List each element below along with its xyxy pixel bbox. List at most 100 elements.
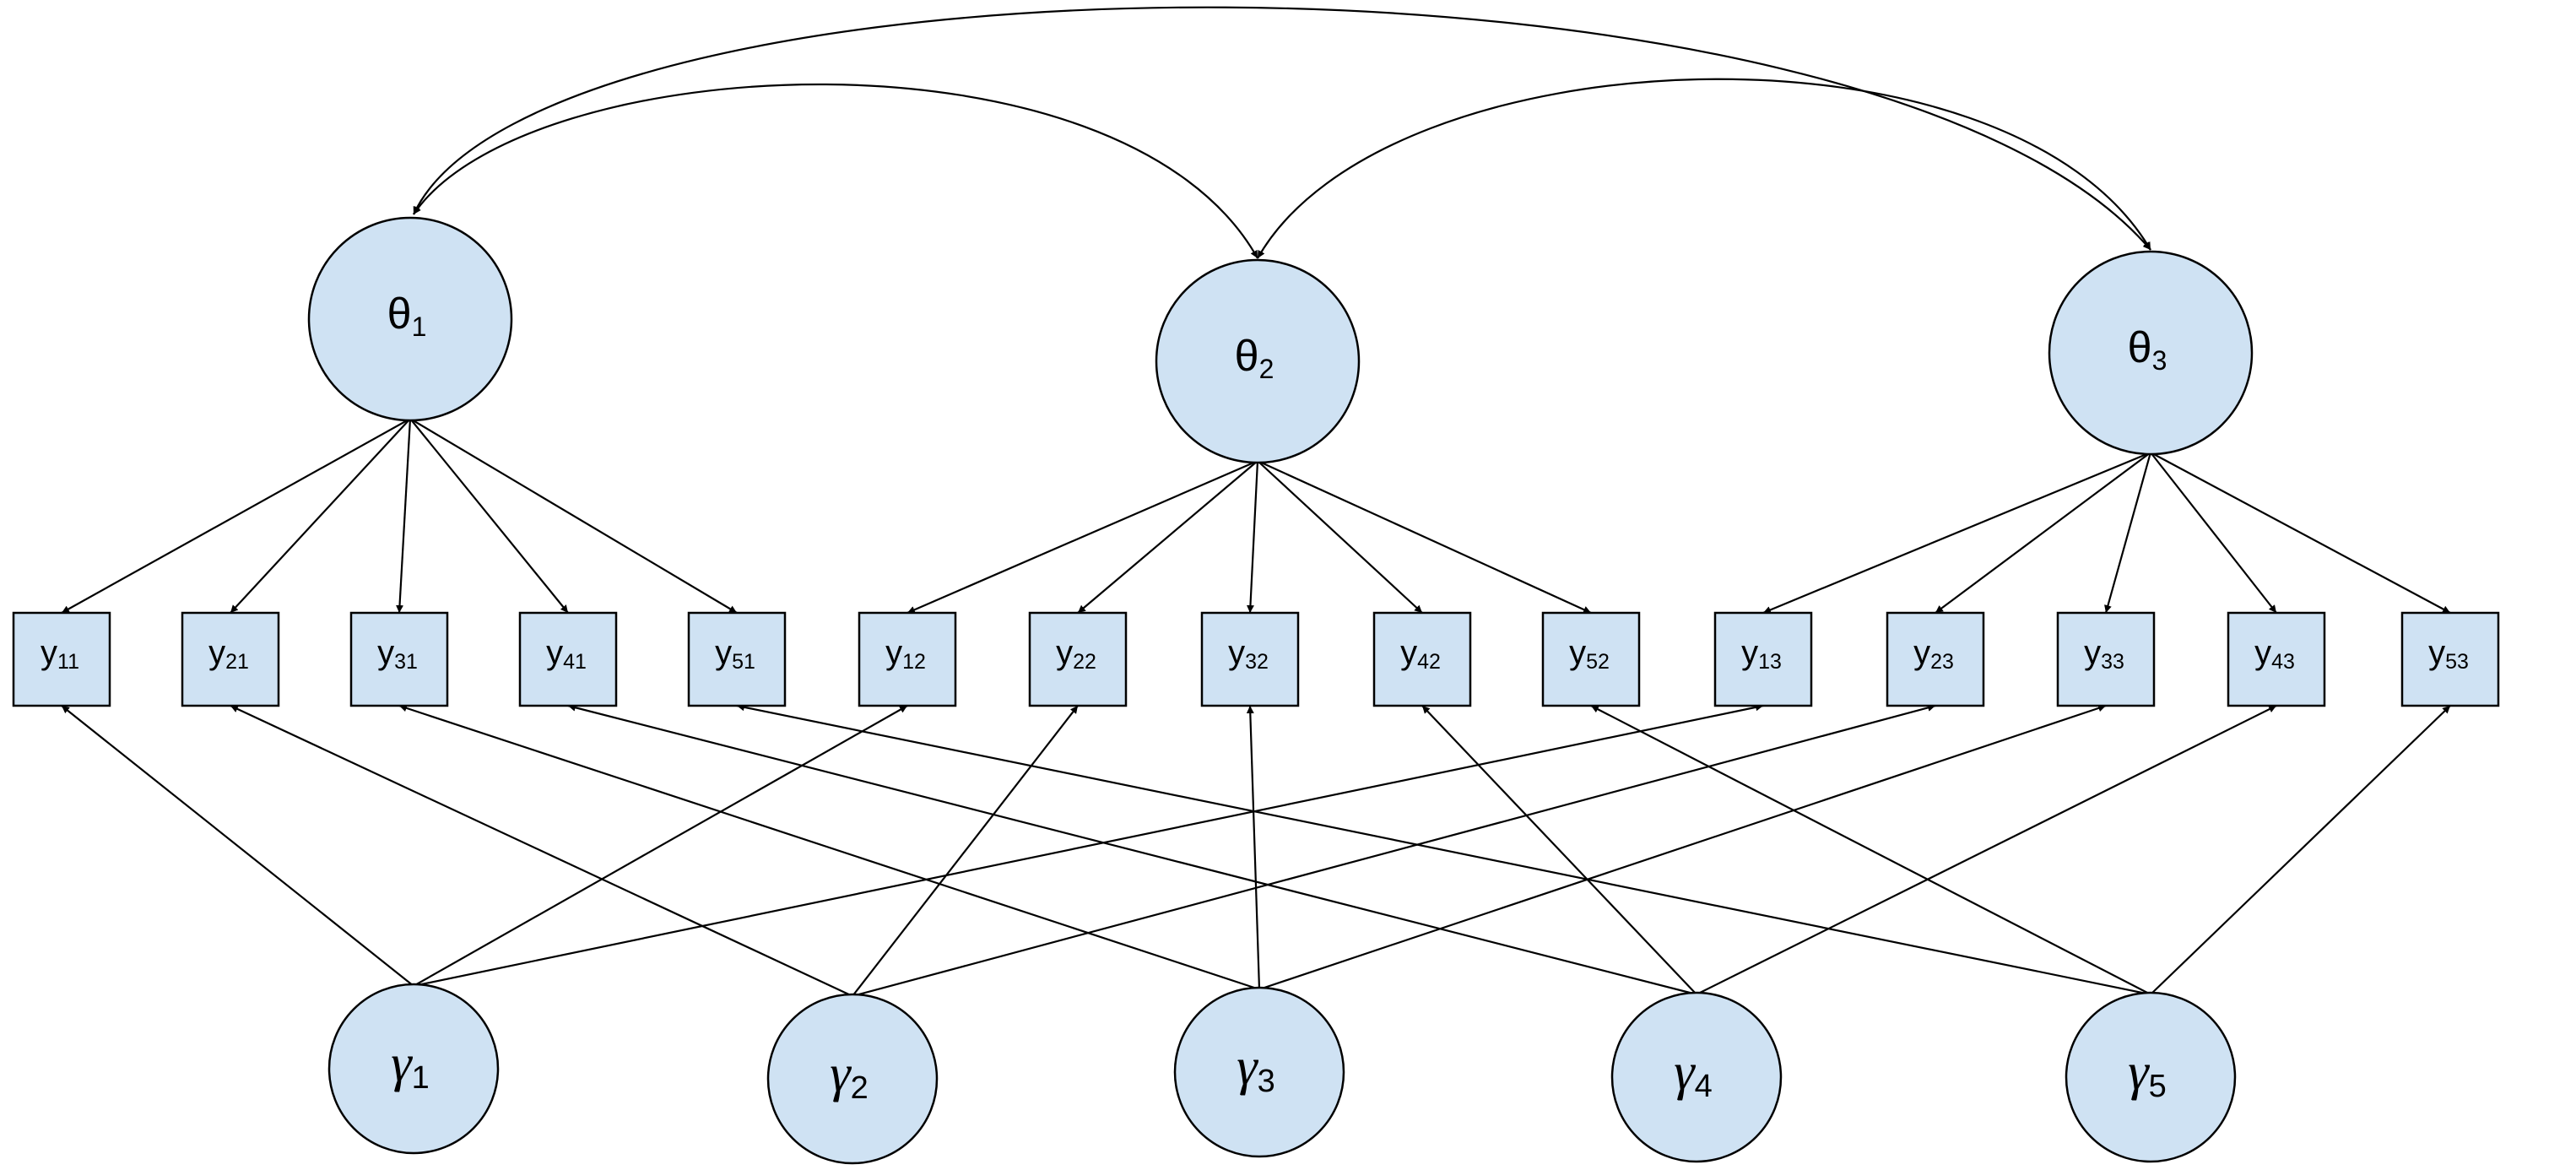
indicator-box <box>518 611 618 707</box>
factor-node-theta3: θ3 <box>2048 250 2254 456</box>
indicator-box <box>1886 611 1985 707</box>
indicator-node-y41: y41 <box>518 611 618 707</box>
loading-theta2-y42 <box>1257 460 1423 614</box>
indicator-box <box>1713 611 1813 707</box>
method-label-gamma5: γ5 <box>2128 1043 2167 1104</box>
indicator-box <box>12 611 111 707</box>
loading-theta1-y41 <box>409 418 569 614</box>
method-label-gamma1: γ1 <box>391 1035 430 1096</box>
loading-theta1-y11 <box>61 418 411 614</box>
indicator-label-y53: y53 <box>2428 634 2469 674</box>
indicator-label-y12: y12 <box>885 634 926 674</box>
method-label-gamma4: γ4 <box>1674 1043 1713 1104</box>
method-node-gamma1: γ1 <box>327 983 500 1155</box>
indicator-box <box>181 611 280 707</box>
method-effect-gamma1-y13 <box>413 703 1764 988</box>
loading-theta2-y52 <box>1257 459 1592 615</box>
method-effect-gamma4-y43 <box>1696 705 2277 995</box>
method-circle <box>2065 991 2237 1163</box>
indicator-node-y51: y51 <box>687 611 787 707</box>
method-effect-gamma1-y11 <box>61 705 414 987</box>
factor-label-theta2: θ2 <box>1235 332 1274 384</box>
edges-layer <box>61 6 2451 998</box>
method-circle <box>327 983 500 1155</box>
indicator-node-y11: y11 <box>12 611 111 707</box>
method-effect-gamma3-y33 <box>1258 704 2107 991</box>
indicator-node-y12: y12 <box>858 611 957 707</box>
indicator-box <box>1372 611 1472 707</box>
method-effect-gamma5-y53 <box>2150 705 2451 995</box>
method-circle <box>1610 991 1783 1163</box>
loading-theta2-y22 <box>1077 460 1258 614</box>
loading-theta2-y32 <box>1246 460 1259 614</box>
indicator-node-y33: y33 <box>2056 611 2156 707</box>
indicator-box <box>858 611 957 707</box>
loading-theta1-y51 <box>409 418 738 614</box>
loading-theta3-y13 <box>1762 451 2151 615</box>
correlation-theta2-theta3 <box>1257 78 2151 259</box>
method-effect-gamma1-y12 <box>413 705 908 987</box>
method-effect-gamma4-y42 <box>1421 705 1697 995</box>
indicator-node-y42: y42 <box>1372 611 1472 707</box>
correlation-theta1-theta2 <box>413 83 1258 259</box>
factor-node-theta1: θ1 <box>307 216 513 422</box>
method-node-gamma2: γ2 <box>766 993 939 1165</box>
loading-theta3-y33 <box>2104 452 2152 614</box>
indicator-box <box>349 611 449 707</box>
indicator-node-y13: y13 <box>1713 611 1813 707</box>
factor-node-theta2: θ2 <box>1155 258 1361 464</box>
method-effect-gamma2-y22 <box>852 705 1079 997</box>
loading-theta1-y31 <box>396 418 412 614</box>
indicator-label-y23: y23 <box>1913 634 1954 674</box>
method-label-gamma3: γ3 <box>1237 1038 1275 1099</box>
correlation-theta1-theta3 <box>413 6 2151 251</box>
method-circle <box>1173 986 1345 1158</box>
loading-theta3-y53 <box>2150 452 2451 614</box>
nodes-layer: θ1 θ2 θ3 γ1 γ2 γ3 γ4 γ5 y11 y21 y31 y41 y51 y12 y22 y32… <box>12 216 2500 1165</box>
indicator-box <box>1541 611 1641 707</box>
indicator-label-y13: y13 <box>1741 634 1782 674</box>
indicator-label-y43: y43 <box>2254 634 2295 674</box>
method-node-gamma3: γ3 <box>1173 986 1345 1158</box>
method-effect-gamma4-y41 <box>567 703 1697 996</box>
indicator-label-y32: y32 <box>1228 634 1269 674</box>
indicator-box <box>1200 611 1300 707</box>
factor-circle <box>1155 258 1361 464</box>
indicator-label-y42: y42 <box>1400 634 1441 674</box>
method-effect-gamma2-y23 <box>852 703 1936 998</box>
method-label-gamma2: γ2 <box>830 1045 869 1106</box>
method-node-gamma4: γ4 <box>1610 991 1783 1163</box>
indicator-box <box>1028 611 1128 707</box>
loading-theta2-y12 <box>906 459 1258 615</box>
indicator-node-y53: y53 <box>2400 611 2500 707</box>
indicator-label-y51: y51 <box>715 634 755 674</box>
indicator-label-y33: y33 <box>2084 634 2124 674</box>
method-node-gamma5: γ5 <box>2065 991 2237 1163</box>
method-effect-gamma3-y32 <box>1246 705 1261 990</box>
method-effect-gamma5-y52 <box>1590 705 2151 995</box>
factor-circle <box>2048 250 2254 456</box>
indicator-node-y52: y52 <box>1541 611 1641 707</box>
loading-theta3-y23 <box>1935 452 2151 614</box>
method-effect-gamma5-y51 <box>736 703 2151 996</box>
indicator-label-y41: y41 <box>546 634 587 674</box>
loading-theta3-y43 <box>2150 452 2277 614</box>
indicator-node-y43: y43 <box>2227 611 2326 707</box>
indicator-label-y31: y31 <box>377 634 418 674</box>
indicator-node-y22: y22 <box>1028 611 1128 707</box>
indicator-box <box>2400 611 2500 707</box>
indicator-node-y21: y21 <box>181 611 280 707</box>
indicator-node-y32: y32 <box>1200 611 1300 707</box>
method-circle <box>766 993 939 1165</box>
method-effect-gamma2-y21 <box>230 705 853 997</box>
indicator-node-y31: y31 <box>349 611 449 707</box>
indicator-node-y23: y23 <box>1886 611 1985 707</box>
indicator-label-y11: y11 <box>41 634 79 674</box>
factor-label-theta1: θ1 <box>387 290 427 342</box>
method-effect-gamma3-y31 <box>398 704 1260 991</box>
factor-label-theta3: θ3 <box>2128 323 2167 376</box>
indicator-label-y22: y22 <box>1056 634 1096 674</box>
indicator-box <box>2227 611 2326 707</box>
indicator-label-y21: y21 <box>208 634 249 674</box>
